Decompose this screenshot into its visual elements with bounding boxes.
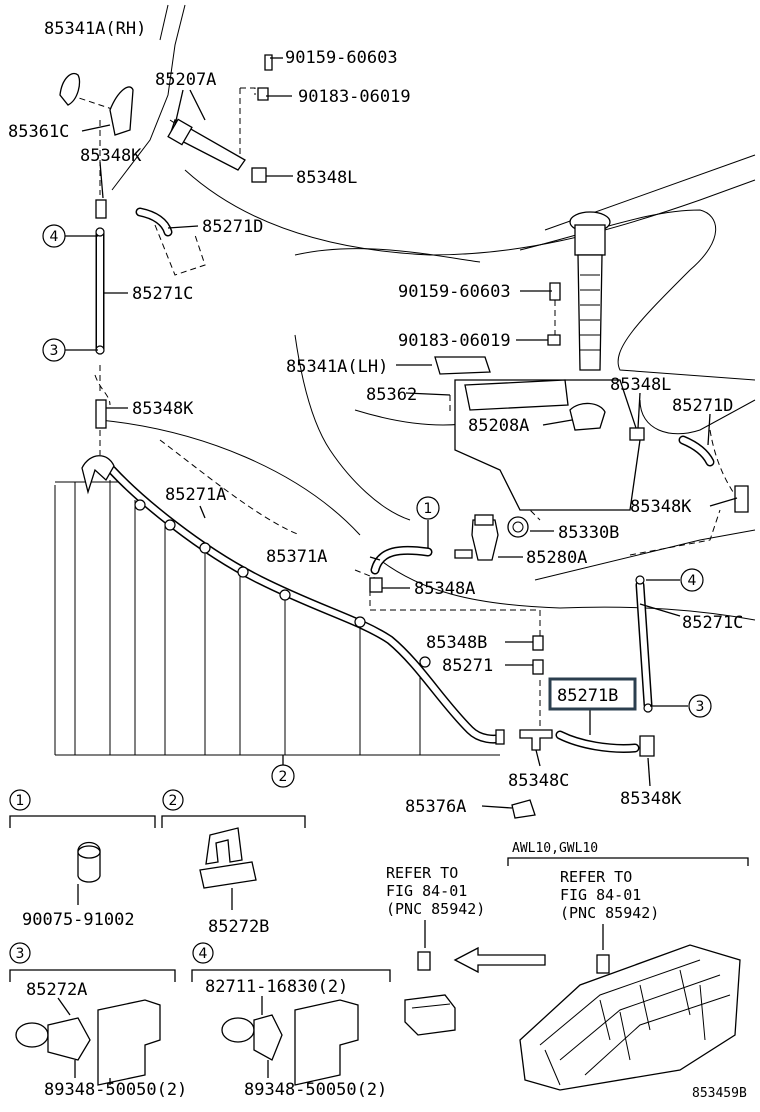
components — [59, 54, 749, 819]
variant-label: AWL10,GWL10 — [512, 841, 598, 856]
svg-text:2: 2 — [169, 793, 178, 809]
label-85348C: 85348C — [508, 771, 569, 791]
refer-right-line1: REFER TO — [560, 868, 632, 886]
label-89348-50050-b: 89348-50050(2) — [244, 1080, 387, 1100]
label-85271D-right: 85271D — [672, 396, 733, 416]
label-85271C-right: 85271C — [682, 613, 743, 633]
svg-text:1: 1 — [424, 501, 433, 517]
refer-right-line2: FIG 84-01 — [560, 886, 641, 904]
callout-4-right: 4 — [680, 568, 704, 592]
nozzle-cover-lh — [434, 356, 491, 375]
label-85348K-mid: 85348K — [132, 399, 194, 419]
label-85207A: 85207A — [155, 70, 216, 90]
label-90183-06019-mid: 90183-06019 — [398, 331, 511, 351]
refer-left-line2: FIG 84-01 — [386, 882, 467, 900]
callout-3-right: 3 — [688, 694, 712, 718]
highlight-85271B — [548, 677, 637, 711]
label-82711-16830: 82711-16830(2) — [205, 977, 348, 997]
label-85361C: 85361C — [8, 122, 69, 142]
svg-text:1: 1 — [16, 793, 25, 809]
label-85348L-right: 85348L — [610, 375, 671, 395]
callout-1-mid: 1 — [416, 496, 440, 520]
label-85362: 85362 — [366, 385, 417, 405]
refer-left: REFER TO FIG 84-01 (PNC 85942) — [386, 864, 485, 1036]
detail-box-1: 1 90075-91002 — [9, 789, 156, 930]
refer-right: AWL10,GWL10 REFER TO FIG 84-01 (PNC 8594… — [507, 841, 749, 1101]
label-85271C-left: 85271C — [132, 284, 193, 304]
nozzle-rh — [109, 86, 134, 136]
label-85348A: 85348A — [414, 579, 475, 599]
label-89348-50050-a: 89348-50050(2) — [44, 1080, 187, 1100]
label-85348K-top: 85348K — [80, 146, 142, 166]
detail-box-4: 4 82711-16830(2) 89348-50050(2) — [191, 942, 391, 1100]
label-90075-91002: 90075-91002 — [22, 910, 135, 930]
label-85272B: 85272B — [208, 917, 269, 937]
label-85271D-left: 85271D — [202, 217, 263, 237]
arrow-left — [453, 946, 546, 974]
hose-clamps — [95, 227, 653, 713]
nozzle-cover-rh — [59, 72, 81, 106]
detail-box-2: 2 85272B — [161, 789, 306, 937]
svg-text:2: 2 — [279, 769, 288, 785]
label-85371A: 85371A — [266, 547, 327, 567]
label-85272A: 85272A — [26, 980, 87, 1000]
svg-text:4: 4 — [50, 229, 59, 245]
label-85348K-right: 85348K — [630, 497, 692, 517]
label-85348L-top: 85348L — [296, 168, 357, 188]
label-90159-60603-top: 90159-60603 — [285, 48, 398, 68]
diagram-id: 853459B — [692, 1086, 747, 1101]
actuator-lh — [569, 402, 606, 431]
svg-text:4: 4 — [688, 573, 697, 589]
leader-lines — [64, 57, 738, 809]
part-labels: 85341A(RH) 90159-60603 85207A 90183-0601… — [8, 19, 743, 817]
label-85348B: 85348B — [426, 633, 487, 653]
callout-4-left: 4 — [42, 224, 66, 248]
label-85208A: 85208A — [468, 416, 529, 436]
detail-box-3: 3 85272A 89348-50050(2) — [9, 942, 187, 1100]
label-85271: 85271 — [442, 656, 493, 676]
label-85271A: 85271A — [165, 485, 226, 505]
svg-text:4: 4 — [199, 946, 208, 962]
refer-right-line3: (PNC 85942) — [560, 904, 659, 922]
label-85341A-LH: 85341A(LH) — [286, 357, 388, 377]
label-85330B: 85330B — [558, 523, 619, 543]
callout-circles: 4 3 1 2 4 3 — [42, 224, 712, 788]
callout-2-bottom: 2 — [271, 764, 295, 788]
svg-text:3: 3 — [50, 343, 59, 359]
label-85280A: 85280A — [526, 548, 587, 568]
refer-left-line1: REFER TO — [386, 864, 458, 882]
svg-text:3: 3 — [16, 946, 25, 962]
label-85271B: 85271B — [557, 686, 618, 706]
label-90183-06019-top: 90183-06019 — [298, 87, 411, 107]
label-85348K-bottom: 85348K — [620, 789, 682, 809]
label-85341A-RH: 85341A(RH) — [44, 19, 146, 39]
refer-left-line3: (PNC 85942) — [386, 900, 485, 918]
svg-text:3: 3 — [696, 699, 705, 715]
label-85376A: 85376A — [405, 797, 466, 817]
callout-3-left: 3 — [42, 338, 66, 362]
label-90159-60603-mid: 90159-60603 — [398, 282, 511, 302]
